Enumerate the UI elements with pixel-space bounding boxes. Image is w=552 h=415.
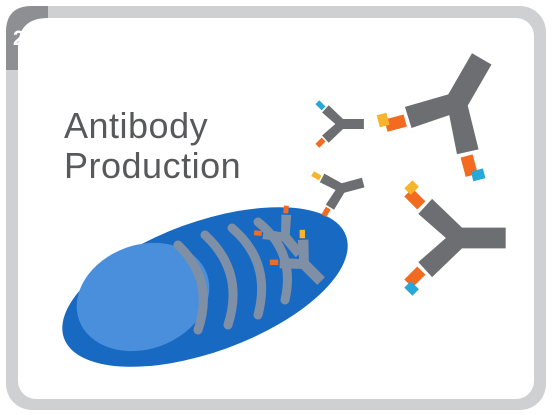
title-line-2: Production	[64, 146, 241, 186]
panel-title: Antibody Production	[64, 106, 241, 186]
title-line-1: Antibody	[64, 106, 241, 146]
panel-number: 2	[13, 28, 25, 49]
